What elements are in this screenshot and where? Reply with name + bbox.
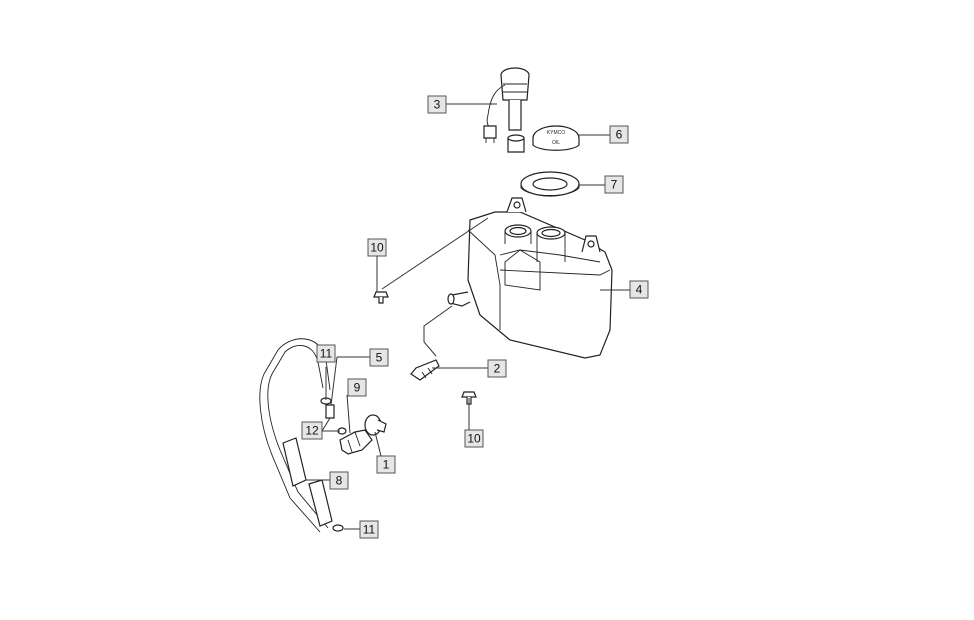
callout-5: 5 xyxy=(369,348,389,367)
callout-label-10-upper: 10 xyxy=(370,241,384,255)
hose-clamp xyxy=(364,414,387,436)
bolt-lower xyxy=(461,391,477,405)
callout-label-12: 12 xyxy=(305,424,319,438)
callout-label-10-lower: 10 xyxy=(467,432,481,446)
callout-3: 3 xyxy=(427,95,447,114)
oil-cap: KYMCO OIL xyxy=(532,125,580,151)
callout-10-upper: 10 xyxy=(367,238,387,257)
callout-6: 6 xyxy=(609,125,629,144)
callout-9: 9 xyxy=(347,378,367,397)
callout-label-1: 1 xyxy=(383,458,390,472)
callout-4: 4 xyxy=(629,280,649,299)
callout-8: 8 xyxy=(329,471,349,490)
cap-gasket xyxy=(520,171,580,197)
cap-oil-text: OIL xyxy=(552,140,560,146)
callout-12: 12 xyxy=(301,421,323,440)
callout-10-lower: 10 xyxy=(464,429,484,448)
callout-label-11-upper: 11 xyxy=(320,347,333,361)
hose-clip-lower xyxy=(332,524,344,532)
callout-7: 7 xyxy=(604,175,624,194)
elbow-fitting xyxy=(339,429,373,455)
callout-label-6: 6 xyxy=(616,128,623,142)
callout-2: 2 xyxy=(487,359,507,378)
callout-label-9: 9 xyxy=(354,381,361,395)
small-connector xyxy=(325,404,335,419)
callout-11-lower: 11 xyxy=(359,520,379,539)
callout-label-11-lower: 11 xyxy=(363,523,376,537)
callout-label-8: 8 xyxy=(336,474,343,488)
hose-fitting xyxy=(410,359,440,381)
callout-label-2: 2 xyxy=(494,362,501,376)
callout-11-upper: 11 xyxy=(316,344,336,363)
callout-1: 1 xyxy=(376,455,396,474)
oil-level-sensor xyxy=(483,67,530,153)
callout-label-7: 7 xyxy=(611,178,618,192)
oil-tank xyxy=(447,197,613,359)
bolt-upper xyxy=(373,291,389,304)
callout-label-5: 5 xyxy=(376,351,383,365)
callout-label-4: 4 xyxy=(636,283,643,297)
callout-label-3: 3 xyxy=(434,98,441,112)
cap-brand-text: KYMCO xyxy=(547,130,565,136)
leader-lines xyxy=(305,103,630,530)
